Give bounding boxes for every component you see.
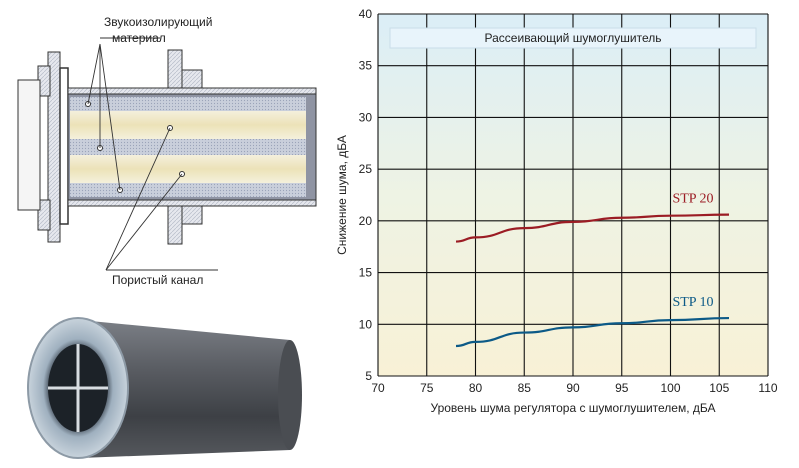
tick-labels: 70 75 80 85 90 95 100 105 110 5 10 15 20 25 30 35 40: [359, 7, 778, 395]
series-label: STP 20: [672, 192, 713, 207]
y-tick-label: 15: [359, 266, 373, 280]
label-sound-material-line1: Звукоизолирующий: [104, 15, 212, 29]
right-flange: [167, 49, 203, 245]
series-line-stp-10: [455, 316, 730, 348]
x-tick-label: 75: [420, 381, 434, 395]
y-tick-label: 10: [359, 317, 373, 331]
noise-reduction-chart: 70 75 80 85 90 95 100 105 110 5 10 15 20 25 30 35 40 STP…: [335, 7, 778, 415]
absorbing-layers: [70, 97, 306, 197]
x-tick-label: 95: [615, 381, 629, 395]
y-tick-label: 25: [359, 162, 373, 176]
x-tick-label: 85: [518, 381, 532, 395]
x-tick-label: 80: [469, 381, 483, 395]
grid-lines: [377, 13, 769, 377]
leader-lines: [87, 37, 218, 271]
chart-title-box: [389, 27, 757, 49]
x-tick-label: 105: [709, 381, 729, 395]
y-tick-label: 40: [359, 7, 373, 21]
y-tick-label: 30: [359, 110, 373, 124]
x-axis-label: Уровень шума регулятора с шумоглушителем…: [430, 401, 715, 415]
series-label: STP 10: [672, 295, 713, 310]
series-line-stp-20: [455, 213, 730, 243]
x-tick-label: 100: [660, 381, 680, 395]
label-sound-material-line2: материал: [112, 31, 166, 45]
y-tick-label: 20: [359, 214, 373, 228]
silencer-section-diagram: Звукоизолирующий материал Пористый канал: [17, 15, 317, 287]
x-tick-label: 70: [371, 381, 385, 395]
y-tick-label: 35: [359, 59, 373, 73]
x-tick-label: 90: [566, 381, 580, 395]
left-flange: [17, 51, 69, 243]
chart-title: Рассеивающий шумоглушитель: [485, 31, 662, 45]
y-axis-label: Снижение шума, дБА: [335, 135, 349, 255]
y-tick-label: 5: [365, 369, 372, 383]
silencer-product-photo: [27, 317, 302, 459]
series-layer: STP 20 STP 10: [455, 192, 730, 348]
x-tick-label: 110: [758, 381, 777, 395]
label-porous-channel: Пористый канал: [112, 273, 203, 287]
